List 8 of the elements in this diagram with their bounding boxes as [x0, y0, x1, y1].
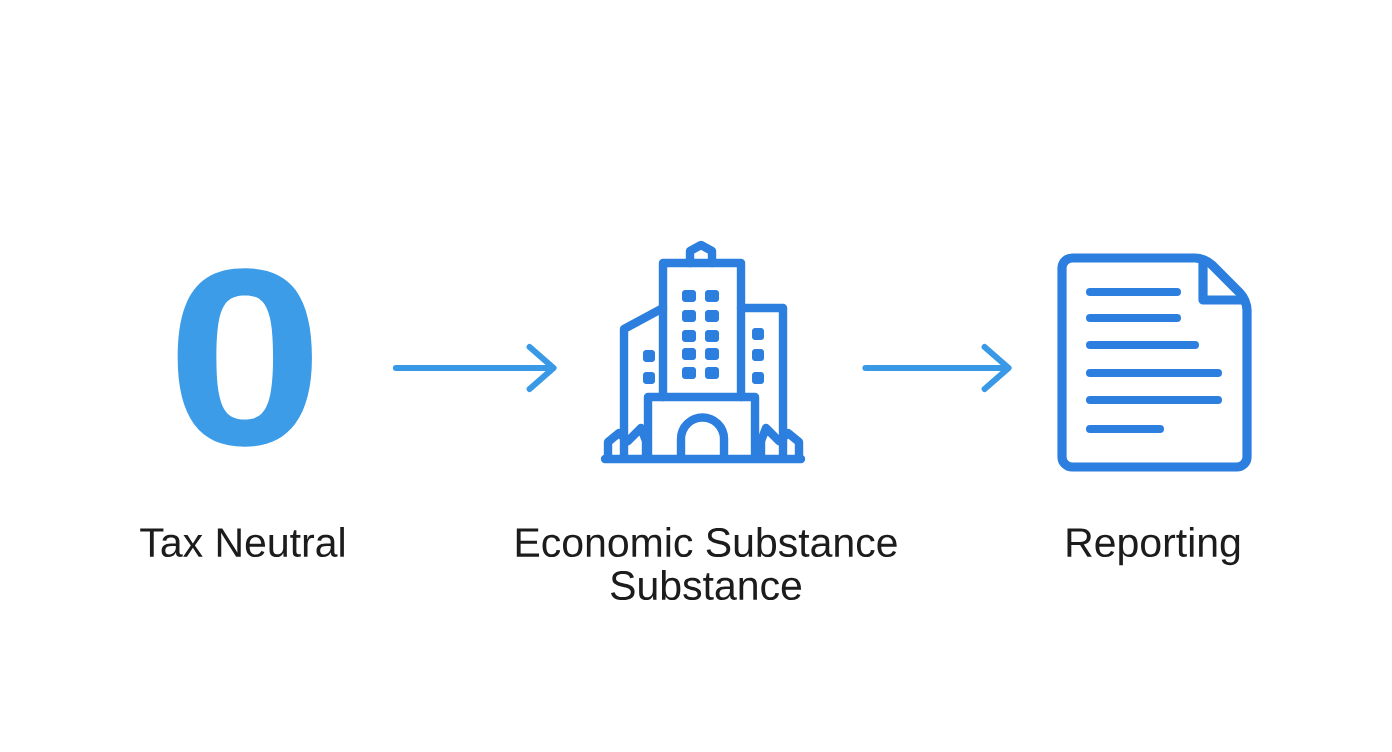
step-label: Economic Substance Substance: [516, 527, 897, 601]
step-label: Tax Neutral: [140, 527, 344, 558]
large-digit: 0: [177, 268, 312, 447]
document-icon: [1057, 253, 1252, 472]
arrow: [862, 344, 1012, 392]
building-icon: [600, 240, 806, 464]
step-label: Reporting: [1067, 527, 1240, 566]
arrow: [392, 344, 557, 392]
